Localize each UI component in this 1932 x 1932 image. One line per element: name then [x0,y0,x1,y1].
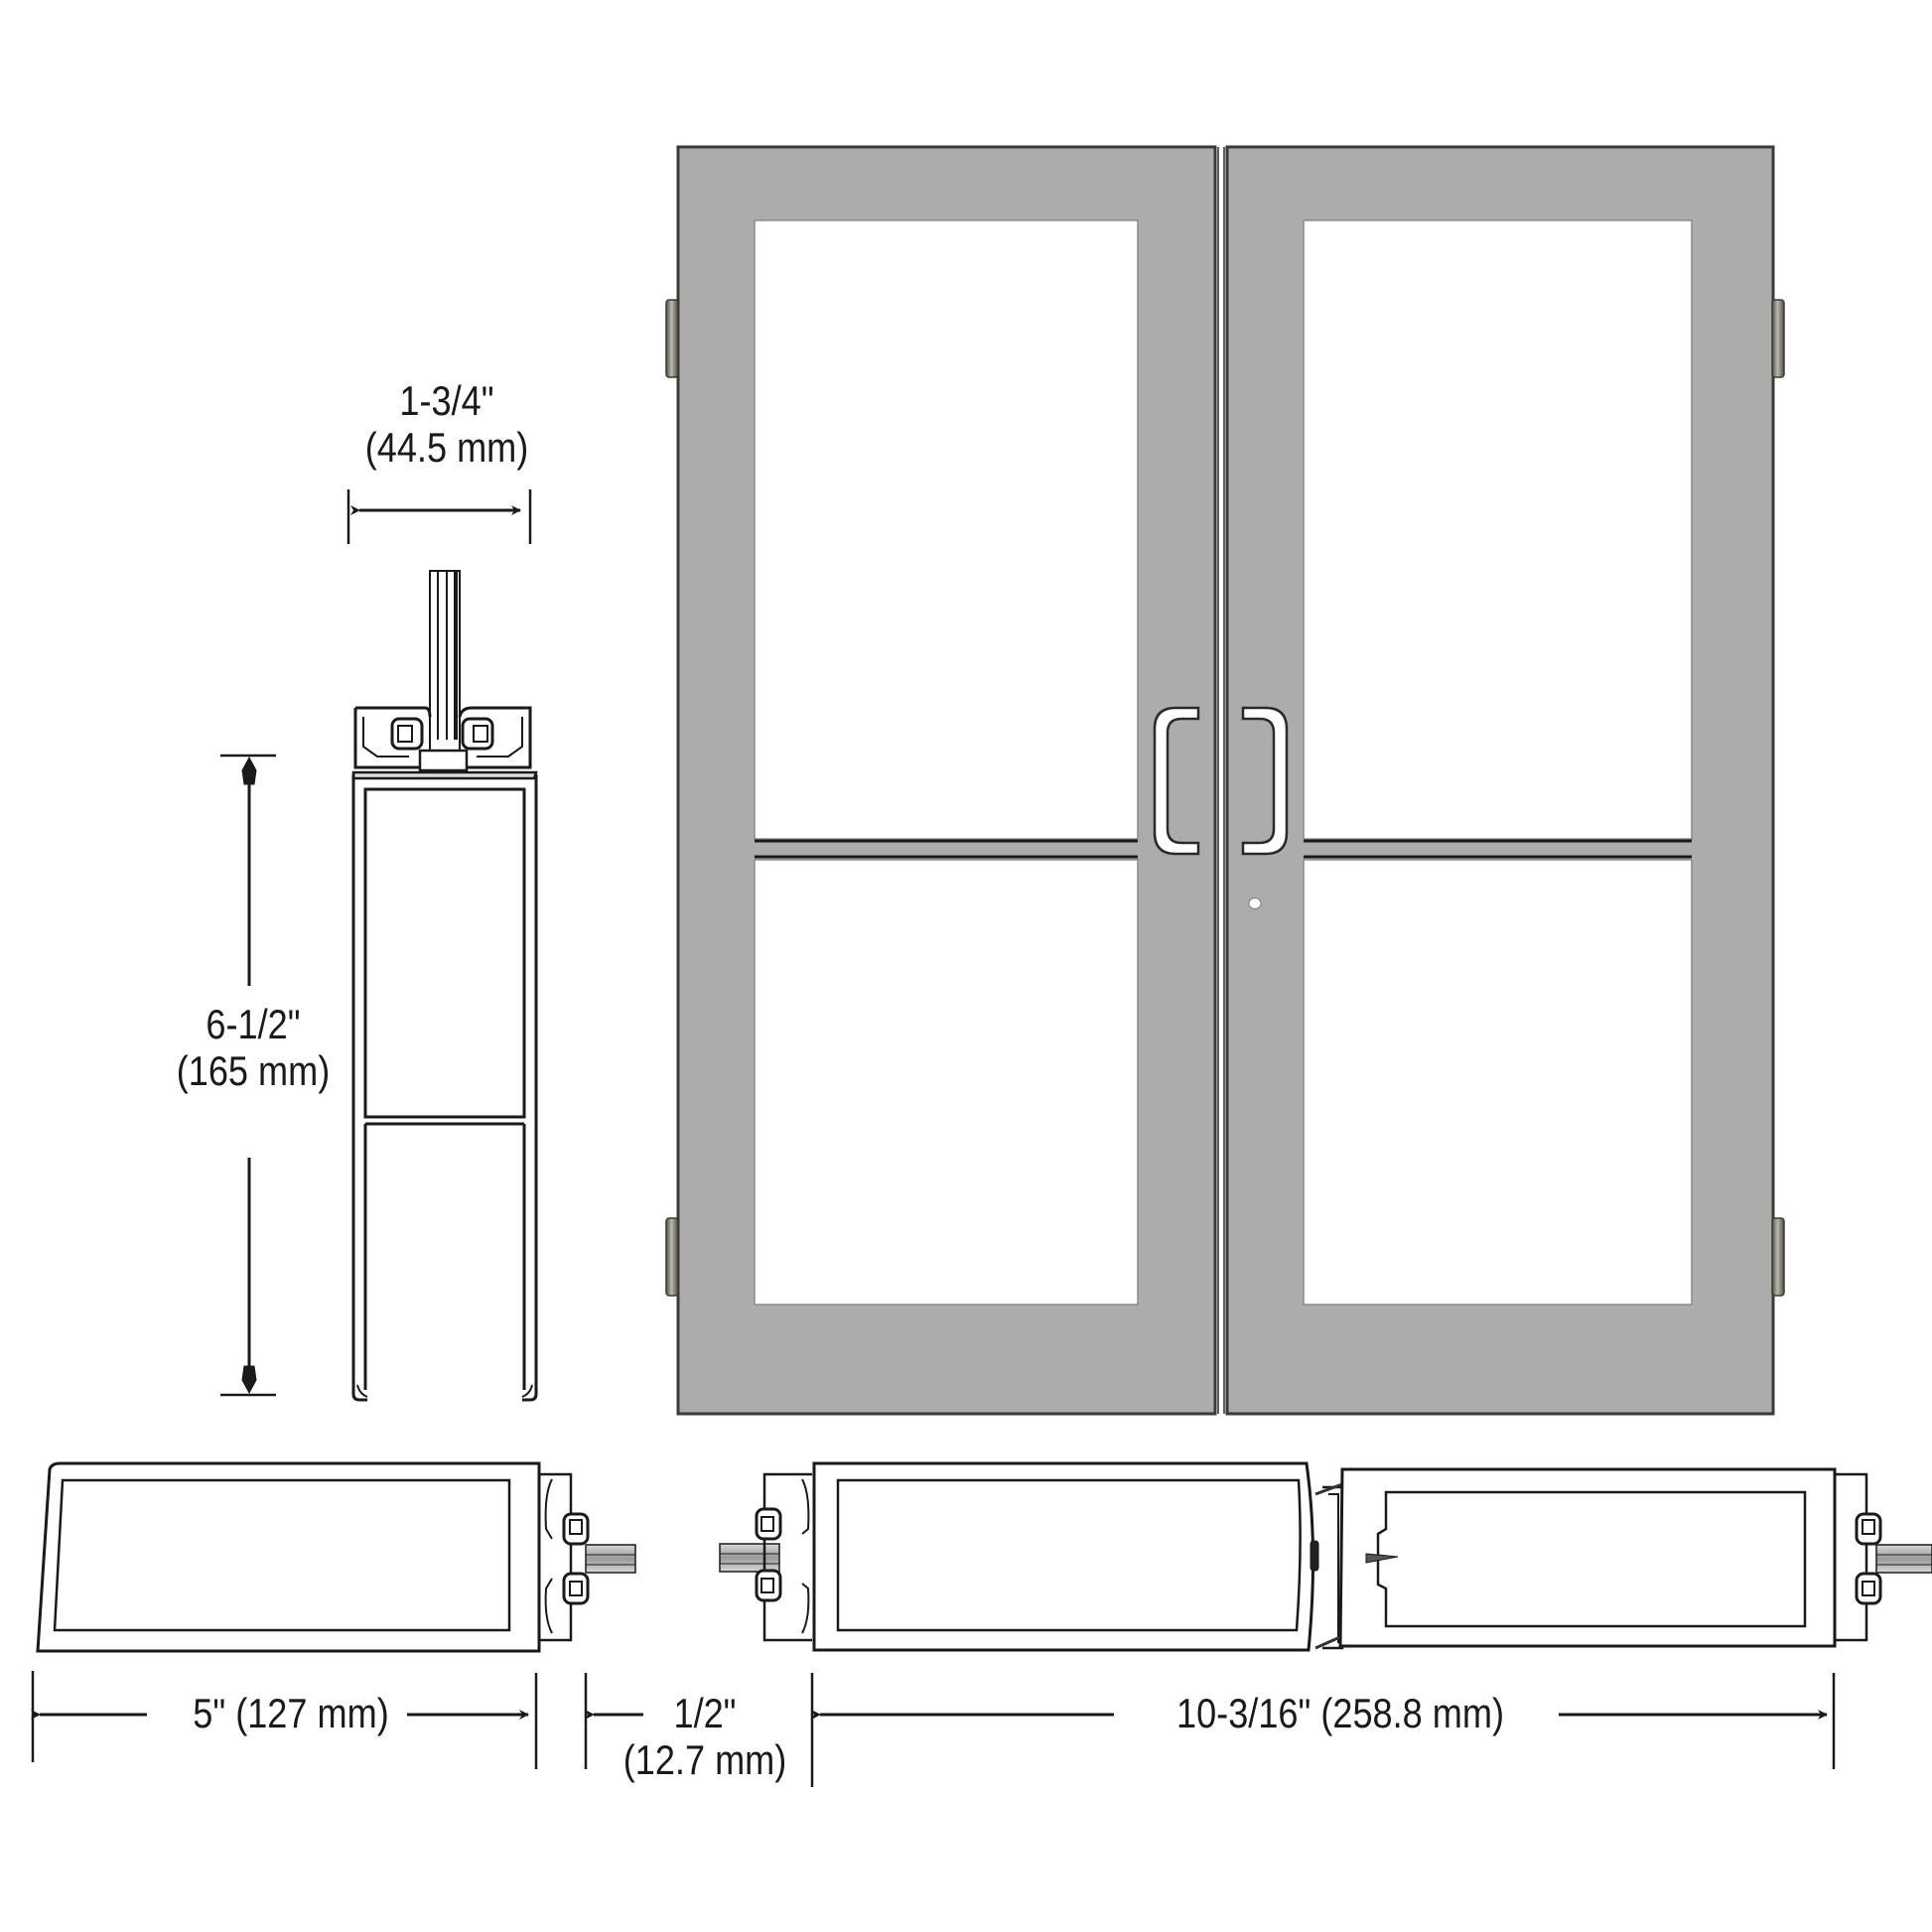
bottom-right-hinge-icon [1771,1217,1785,1297]
right-pull-handle[interactable] [1241,706,1289,856]
left-pull-handle[interactable] [1153,706,1200,856]
door-thickness-metric: (44.5 mm) [364,424,529,472]
dimension-label-gap: 1/2" (12.7 mm) [616,1690,795,1783]
dimension-label-stile-width: 5" (127 mm) [179,1690,402,1736]
bottom-rail-metric: (165 mm) [176,1047,331,1095]
right-lower-glass [1303,859,1693,1306]
dimension-bottom-rail-height [220,754,276,1397]
left-lower-glass [754,859,1139,1306]
vertical-section [351,570,538,1402]
door-elevation [665,145,1785,1416]
dimension-label-bottom-rail: 6-1/2" (165 mm) [172,1001,334,1094]
right-upper-glass [1303,219,1693,840]
stile-section-left [36,1461,636,1653]
door-thickness-imperial: 1-3/4" [399,377,494,424]
gap-metric: (12.7 mm) [622,1736,787,1784]
gap-imperial: 1/2" [673,1690,737,1736]
left-upper-glass [754,219,1139,840]
bottom-left-hinge-icon [665,1217,679,1297]
bottom-rail-imperial: 6-1/2" [206,1001,301,1047]
stile-width-text: 5" (127 mm) [193,1690,389,1736]
cylinder-lock-icon[interactable] [1248,897,1262,909]
right-door-leaf[interactable] [1225,145,1775,1416]
dimension-lines-bottom [31,1671,1836,1787]
top-right-hinge-icon [1771,299,1785,378]
stile-section-pair [719,1461,1932,1652]
left-door-leaf[interactable] [676,145,1217,1416]
top-left-hinge-icon [665,299,679,378]
dimension-door-thickness [346,489,532,544]
dimension-label-door-thickness: 1-3/4" (44.5 mm) [357,377,537,471]
dimension-label-meeting-stiles: 10-3/16" (258.8 mm) [1161,1690,1519,1736]
meeting-stiles-text: 10-3/16" (258.8 mm) [1175,1690,1505,1736]
